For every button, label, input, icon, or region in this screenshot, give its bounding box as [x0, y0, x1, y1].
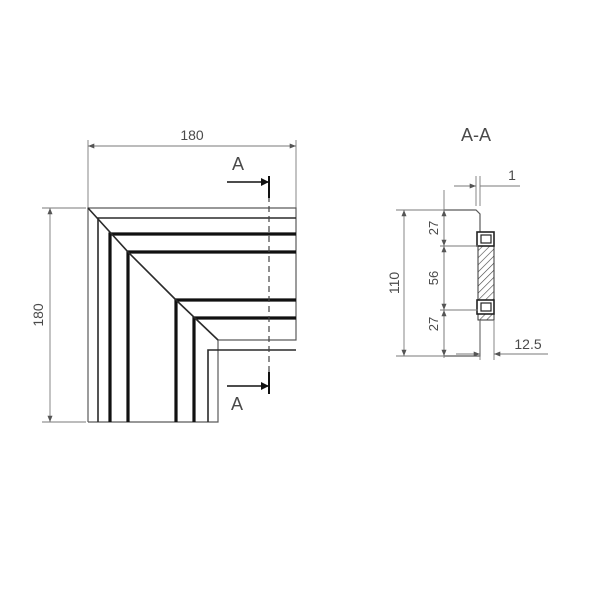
plan-view: 180 180	[30, 127, 297, 423]
section-top-dimension: 1	[454, 167, 520, 206]
plan-top-dim-label: 180	[180, 127, 204, 143]
section-left-dimensions: 110 27 56 27	[386, 190, 478, 358]
section-profile	[444, 209, 495, 357]
section-view: A-A 1 110	[386, 125, 548, 360]
section-cut-line: A A	[227, 154, 270, 414]
section-title: A-A	[461, 125, 491, 145]
section-seg-middle: 56	[426, 271, 441, 285]
section-depth-dimension: 12.5	[456, 320, 548, 360]
section-seg-upper: 27	[426, 221, 441, 235]
plan-left-dim-label: 180	[30, 303, 46, 327]
section-depth-label: 12.5	[514, 336, 541, 352]
section-height-label: 110	[386, 272, 402, 295]
plan-left-dimension: 180	[30, 207, 86, 423]
section-top-dim-label: 1	[508, 167, 516, 183]
corner-profile	[87, 207, 297, 423]
section-seg-lower: 27	[426, 317, 441, 331]
cut-label-bottom: A	[231, 394, 243, 414]
cut-label-top: A	[232, 154, 244, 174]
plan-top-dimension: 180	[87, 127, 297, 208]
